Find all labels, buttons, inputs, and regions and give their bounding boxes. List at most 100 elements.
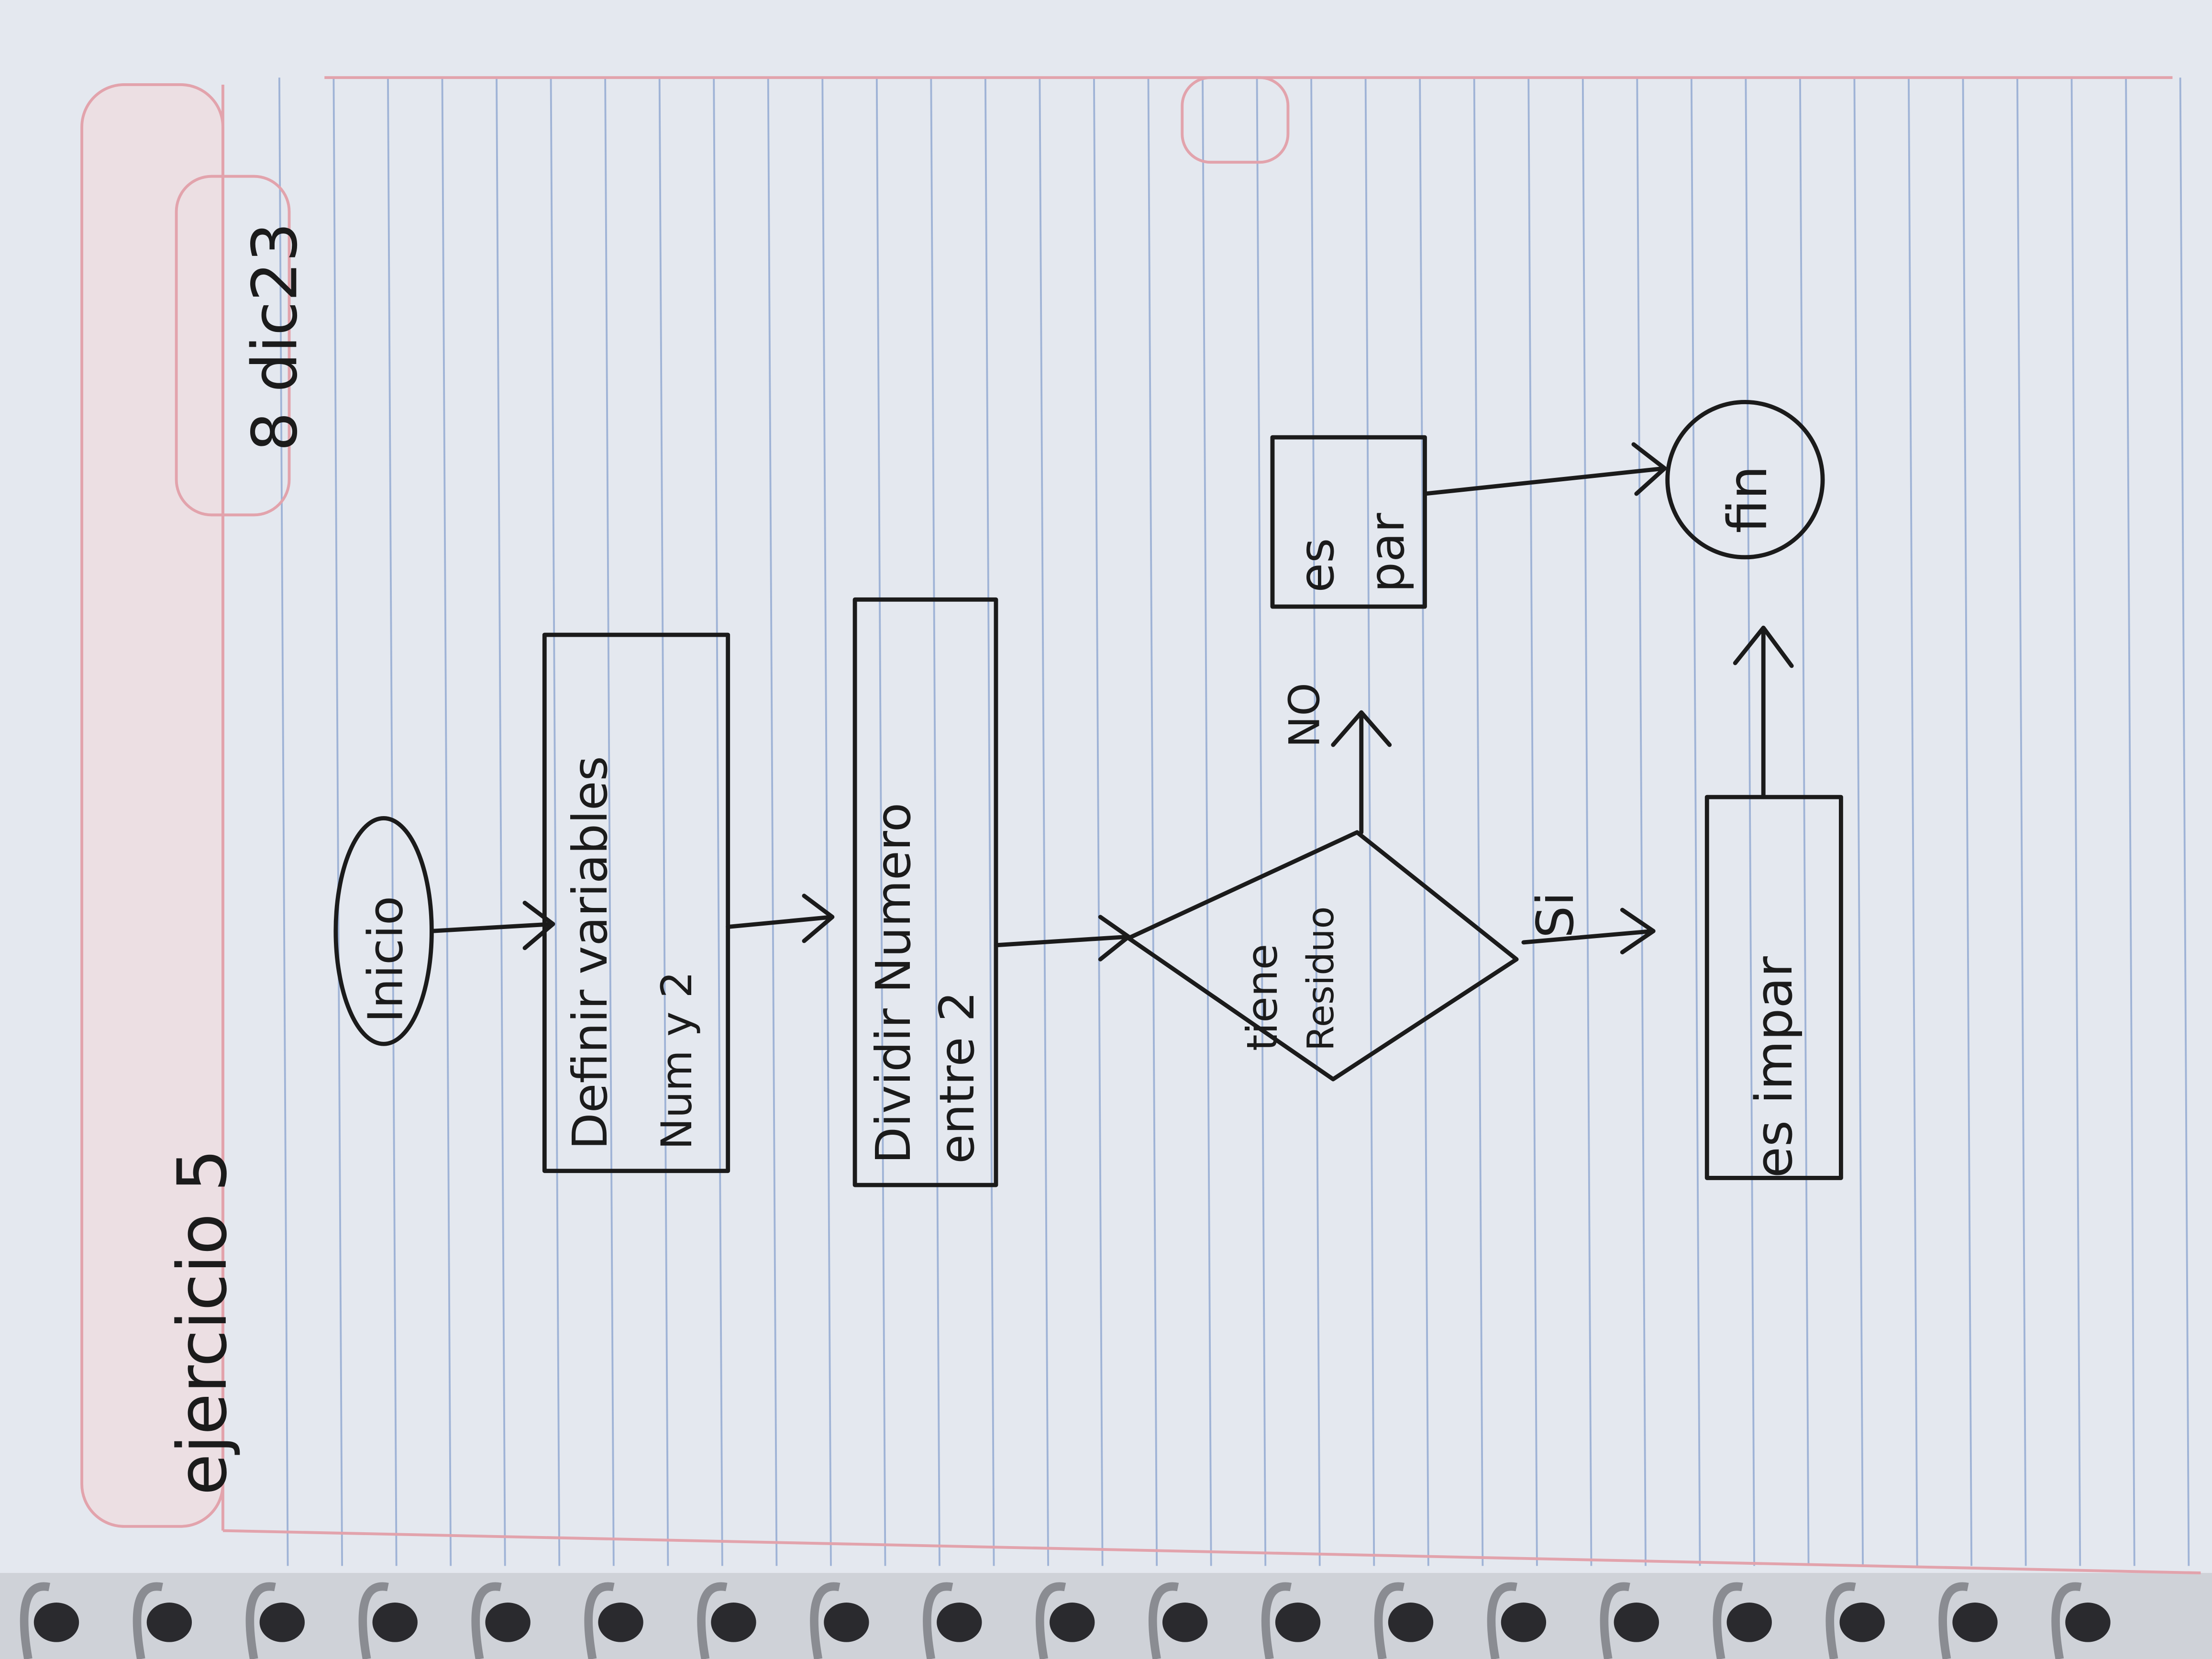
ruled-line bbox=[713, 77, 723, 1566]
decision-line2: Residuo bbox=[1300, 907, 1342, 1051]
ruled-line bbox=[1636, 77, 1647, 1566]
spiral-hole bbox=[711, 1603, 756, 1642]
decision-line1: tiene bbox=[1238, 944, 1287, 1051]
ruled-line bbox=[1310, 77, 1321, 1566]
arrow-step1-to-step2 bbox=[726, 894, 835, 943]
arrow-es-impar-to-end bbox=[1733, 625, 1794, 799]
arrow-start-to-step1 bbox=[429, 900, 555, 951]
ruled-line bbox=[875, 77, 886, 1566]
page-date: 8 dic23 bbox=[239, 222, 311, 452]
ruled-line bbox=[1962, 77, 1973, 1566]
ruled-line bbox=[441, 77, 452, 1566]
ruled-line bbox=[2179, 77, 2190, 1566]
spiral-coil bbox=[1374, 1582, 1405, 1659]
step2-line2: entre 2 bbox=[929, 991, 985, 1164]
spiral-hole bbox=[2065, 1603, 2111, 1642]
spiral-hole bbox=[598, 1603, 643, 1642]
spiral-coil bbox=[1487, 1582, 1517, 1659]
ruled-line bbox=[1093, 77, 1104, 1566]
spiral-coil bbox=[810, 1582, 841, 1659]
branch-no-label: NO bbox=[1280, 683, 1329, 748]
page-title: ejercicio 5 bbox=[164, 1149, 242, 1495]
spiral-coil bbox=[133, 1582, 163, 1659]
ruled-line bbox=[658, 77, 669, 1566]
spiral-coil bbox=[1938, 1582, 1969, 1659]
ruled-line bbox=[1364, 77, 1375, 1566]
spiral-coil bbox=[20, 1582, 50, 1659]
ruled-line bbox=[496, 77, 506, 1566]
spiral-hole bbox=[1162, 1603, 1208, 1642]
spiral-coil bbox=[1148, 1582, 1179, 1659]
spiral-coil bbox=[584, 1582, 615, 1659]
ruled-line bbox=[1582, 77, 1593, 1566]
spiral-hole bbox=[1388, 1603, 1434, 1642]
ruled-line bbox=[1853, 77, 1864, 1566]
step1-line2: Num y 2 bbox=[652, 971, 701, 1150]
spiral-hole bbox=[937, 1603, 982, 1642]
start-label: Inicio bbox=[357, 896, 413, 1023]
end-terminal bbox=[1665, 400, 1825, 560]
spiral-hole bbox=[33, 1603, 79, 1642]
spiral-coil bbox=[697, 1582, 728, 1659]
spiral-coil bbox=[245, 1582, 276, 1659]
ruled-line bbox=[821, 77, 832, 1566]
output-box-es-par bbox=[1270, 435, 1427, 609]
ruled-line bbox=[604, 77, 615, 1566]
ruled-line bbox=[2016, 77, 2027, 1566]
branch-si-label: Si bbox=[1526, 892, 1585, 938]
ruled-line bbox=[1745, 77, 1755, 1566]
spiral-coil bbox=[1261, 1582, 1292, 1659]
ruled-line bbox=[332, 77, 343, 1566]
result-si-label: es impar bbox=[1745, 956, 1804, 1178]
arrow-es-par-to-end bbox=[1423, 442, 1667, 496]
spiral-hole bbox=[485, 1603, 531, 1642]
end-label: fin bbox=[1717, 465, 1779, 533]
spiral-hole bbox=[1501, 1603, 1547, 1642]
paper bbox=[0, 0, 2212, 1573]
spiral-coil bbox=[923, 1582, 953, 1659]
spiral-hole bbox=[372, 1603, 418, 1642]
ruled-line bbox=[1527, 77, 1538, 1566]
arrow-si-branch bbox=[1521, 907, 1656, 954]
decision-diamond bbox=[1126, 830, 1519, 1082]
spiral-binding bbox=[20, 1582, 2111, 1659]
spiral-coil bbox=[1036, 1582, 1066, 1659]
ruled-line bbox=[1908, 77, 1918, 1566]
spiral-hole bbox=[1614, 1603, 1659, 1642]
ruled-line bbox=[1690, 77, 1701, 1566]
ruled-line bbox=[1799, 77, 1810, 1566]
spiral-hole bbox=[1275, 1603, 1321, 1642]
step1-line1: Definir variables bbox=[562, 756, 618, 1150]
ruled-line bbox=[1473, 77, 1484, 1566]
result-no-line1: es bbox=[1289, 538, 1345, 593]
output-box-es-impar bbox=[1704, 795, 1843, 1180]
ruled-line bbox=[1039, 77, 1050, 1566]
bottom-margin-line bbox=[222, 1529, 2201, 1575]
spiral-hole bbox=[146, 1603, 192, 1642]
spiral-coil bbox=[2051, 1582, 2082, 1659]
step2-line1: Dividir Numero bbox=[865, 803, 921, 1164]
process-box-divide bbox=[852, 597, 998, 1187]
ruled-line bbox=[1202, 77, 1212, 1566]
ruled-line bbox=[767, 77, 778, 1566]
process-box-define-variables bbox=[542, 632, 730, 1173]
ruled-line bbox=[984, 77, 995, 1566]
ruled-line bbox=[1256, 77, 1267, 1566]
result-no-line2: par bbox=[1359, 513, 1415, 593]
spiral-hole bbox=[259, 1603, 305, 1642]
ruled-lines bbox=[278, 77, 2190, 1566]
spiral-hole bbox=[824, 1603, 869, 1642]
ruled-line bbox=[278, 77, 289, 1566]
ruled-line bbox=[550, 77, 561, 1566]
spiral-coil bbox=[1713, 1582, 1743, 1659]
ruled-line bbox=[1419, 77, 1429, 1566]
spiral-hole bbox=[1050, 1603, 1095, 1642]
spiral-hole bbox=[1726, 1603, 1772, 1642]
spiral-coil bbox=[471, 1582, 502, 1659]
spiral-hole bbox=[1839, 1603, 1885, 1642]
spiral-coil bbox=[358, 1582, 389, 1659]
ruled-line bbox=[930, 77, 940, 1566]
spiral-coil bbox=[1600, 1582, 1630, 1659]
spiral-coil bbox=[1825, 1582, 1856, 1659]
date-header-box bbox=[175, 175, 291, 517]
